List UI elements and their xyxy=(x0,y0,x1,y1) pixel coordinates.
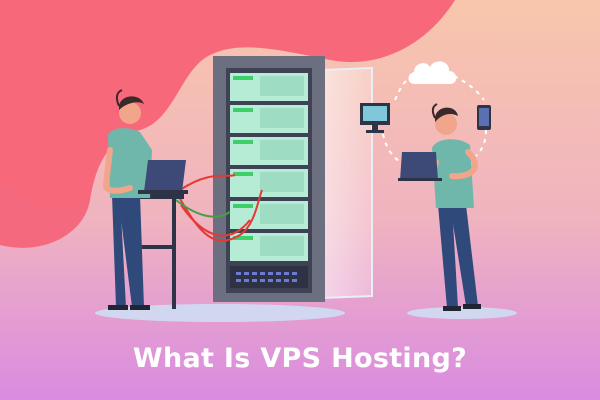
floor-shadow-right xyxy=(407,307,517,319)
background-blob xyxy=(0,0,455,248)
server-rack-icon xyxy=(213,56,325,302)
server-unit xyxy=(230,105,308,133)
floor-shadow-left xyxy=(95,304,345,322)
server-unit xyxy=(230,169,308,197)
person-right xyxy=(429,103,481,311)
laptop-icon xyxy=(138,160,188,194)
server-unit xyxy=(230,137,308,165)
background-blob-shadow xyxy=(0,180,90,247)
cloud-icon xyxy=(408,61,457,84)
person-left xyxy=(102,89,152,310)
server-unit xyxy=(230,73,308,101)
server-unit xyxy=(230,233,308,261)
network-cables xyxy=(175,174,263,242)
page-title: What Is VPS Hosting? xyxy=(132,343,468,374)
server-unit xyxy=(230,201,308,229)
connection-arcs xyxy=(382,75,487,163)
smartphone-icon xyxy=(477,105,491,130)
monitor-icon xyxy=(360,103,390,133)
laptop-icon xyxy=(398,152,442,181)
rack-glass-door xyxy=(321,66,373,300)
